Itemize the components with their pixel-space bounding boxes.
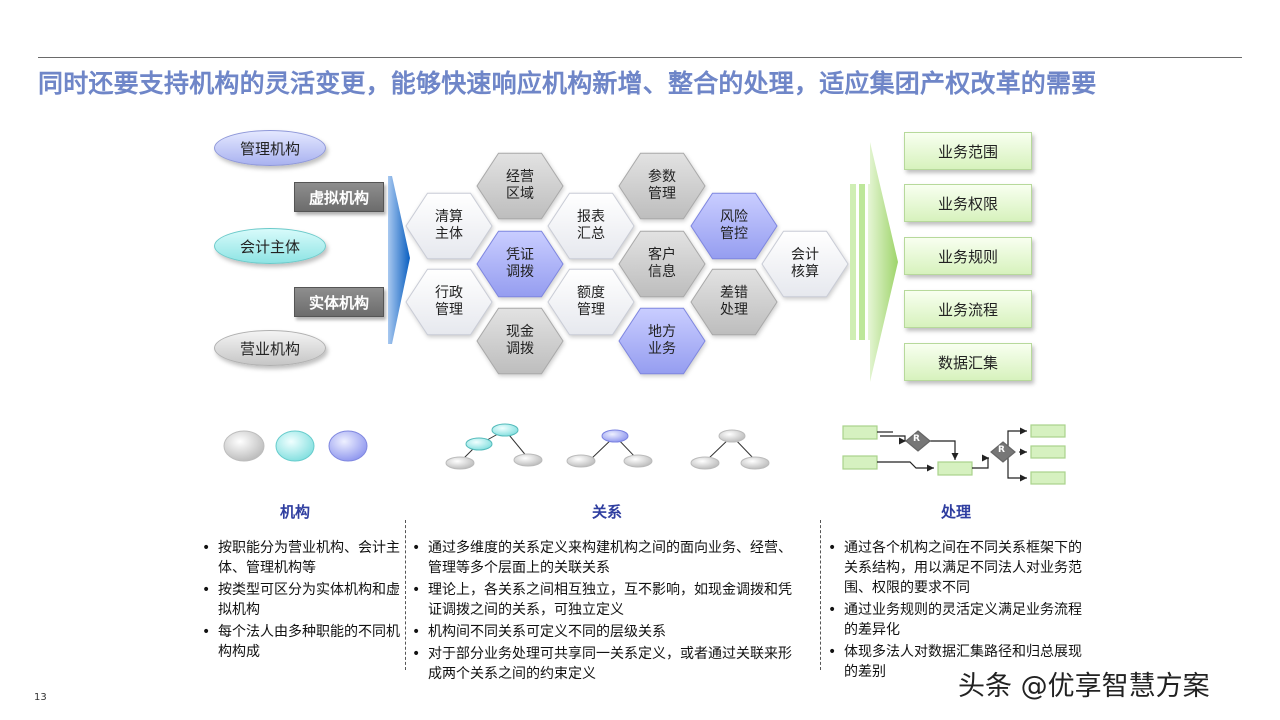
result-box-data-aggregation: 数据汇集 <box>904 343 1032 381</box>
hexagon-label: 额度 管理 <box>577 285 605 318</box>
hexagon-label: 经营 区域 <box>506 169 534 202</box>
bullet-item: 对于部分业务处理可共享同一关系定义，或者通过关联来形成两个关系之间的约束定义 <box>410 644 805 684</box>
hexagon-label: 凭证 调拨 <box>506 247 534 280</box>
result-box-scope: 业务范围 <box>904 132 1032 170</box>
hexagon-cell <box>618 307 706 375</box>
org-pill-business: 营业机构 <box>214 330 326 366</box>
relation-tree-blue <box>566 429 653 468</box>
hexagon-label: 会计 核算 <box>791 247 819 280</box>
bullet-item: 按类型可区分为实体机构和虚拟机构 <box>200 580 400 620</box>
relation-tree-gray <box>690 429 770 470</box>
org-pill-accounting: 会计主体 <box>214 228 326 264</box>
bullet-item: 按职能分为营业机构、会计主体、管理机构等 <box>200 538 400 578</box>
relation-bullets: 通过多维度的关系定义来构建机构之间的面向业务、经营、管理等多个层面上的关联关系 … <box>410 538 805 686</box>
hexagon-cell <box>476 152 564 220</box>
hexagon-label: 差错 处理 <box>720 285 748 318</box>
hexagon-cell <box>690 268 778 336</box>
processing-flow <box>842 424 1066 485</box>
column-divider <box>405 520 406 670</box>
page-title: 同时还要支持机构的灵活变更，能够快速响应机构新增、整合的处理，适应集团产权改革的… <box>38 69 1097 98</box>
hexagon-label: 清算 主体 <box>435 209 463 242</box>
hexagon-cell <box>618 152 706 220</box>
hexagon-cell <box>547 192 635 260</box>
bullet-item: 机构间不同关系可定义不同的层级关系 <box>410 622 805 642</box>
page-number: 13 <box>34 692 47 703</box>
hexagon-cell <box>476 307 564 375</box>
hexagon-cell <box>476 230 564 298</box>
hexagon-label: 客户 信息 <box>648 247 676 280</box>
hexagon-label: 风险 管控 <box>720 209 748 242</box>
hexagon-cell <box>761 230 849 298</box>
org-tag-virtual: 虚拟机构 <box>294 182 384 212</box>
hexagon-grid <box>405 152 849 375</box>
hexagon-label: 参数 管理 <box>648 169 676 202</box>
bullet-item: 每个法人由多种职能的不同机构构成 <box>200 622 400 662</box>
organization-bullets: 按职能分为营业机构、会计主体、管理机构等 按类型可区分为实体机构和虚拟机构 每个… <box>200 538 400 664</box>
column-heading-relation: 关系 <box>592 503 623 521</box>
hexagon-label: 地方 业务 <box>648 324 676 357</box>
org-pill-management: 管理机构 <box>214 130 326 166</box>
relation-tree-teal <box>445 423 543 470</box>
column-divider <box>820 520 821 670</box>
result-box-rules: 业务规则 <box>904 237 1032 275</box>
green-arrow <box>850 142 898 382</box>
bullet-item: 体现多法人对数据汇集路径和归总展现的差别 <box>826 642 1091 682</box>
hexagon-cell <box>547 268 635 336</box>
processing-bullets: 通过各个机构之间在不同关系框架下的关系结构，用以满足不同法人对业务范围、权限的要… <box>826 538 1091 684</box>
hexagon-label: 行政 管理 <box>435 285 463 318</box>
bullet-item: 理论上，各关系之间相互独立，互不影响，如现金调拨和凭证调拨之间的关系，可独立定义 <box>410 580 805 620</box>
watermark: 头条 @优享智慧方案 <box>958 671 1210 702</box>
bullet-item: 通过多维度的关系定义来构建机构之间的面向业务、经营、管理等多个层面上的关联关系 <box>410 538 805 578</box>
hexagon-cell <box>405 268 493 336</box>
bullet-item: 通过各个机构之间在不同关系框架下的关系结构，用以满足不同法人对业务范围、权限的要… <box>826 538 1091 598</box>
hexagon-label: 现金 调拨 <box>506 324 534 357</box>
result-box-permission: 业务权限 <box>904 184 1032 222</box>
hexagon-cell <box>405 192 493 260</box>
column-heading-organization: 机构 <box>280 503 311 521</box>
left-bracket-arrow <box>388 176 410 344</box>
result-box-process: 业务流程 <box>904 290 1032 328</box>
hexagon-label: 报表 汇总 <box>577 209 605 242</box>
hexagon-cell <box>690 192 778 260</box>
hexagon-cell <box>618 230 706 298</box>
org-tag-physical: 实体机构 <box>294 287 384 317</box>
flow-rule-marker: R <box>913 434 920 444</box>
organization-balls <box>223 430 368 462</box>
flow-rule-marker: R <box>998 445 1005 455</box>
column-heading-processing: 处理 <box>941 503 972 521</box>
bullet-item: 通过业务规则的灵活定义满足业务流程的差异化 <box>826 600 1091 640</box>
title-rule <box>38 57 1242 58</box>
